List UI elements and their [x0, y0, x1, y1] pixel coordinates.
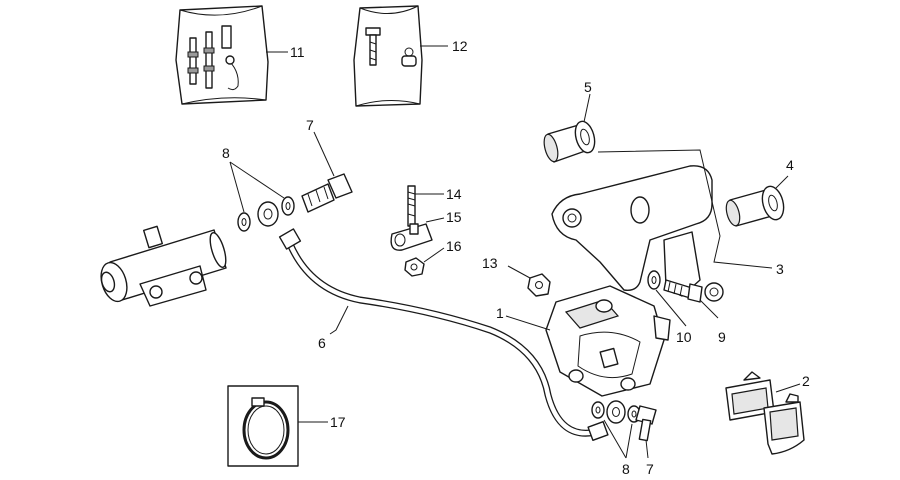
leader-9: [699, 299, 719, 319]
part-8-washers-lower[interactable]: [591, 400, 641, 424]
leader-5: [583, 93, 591, 123]
callout-5: 5: [584, 79, 592, 95]
callout-7b: 7: [646, 461, 654, 477]
callout-7a: 7: [306, 117, 314, 133]
part-7-banjo-bolt-lower[interactable]: [635, 405, 657, 442]
part-10-washer-caliper[interactable]: [647, 270, 661, 290]
part-13-nut[interactable]: [527, 273, 551, 297]
leader-7b: [645, 439, 649, 459]
leader-8b-1: [603, 419, 627, 459]
callout-9: 9: [718, 329, 726, 345]
callout-3: 3: [776, 261, 784, 277]
leader-8b-2: [625, 423, 633, 459]
callout-8b: 8: [622, 461, 630, 477]
leader-4: [775, 175, 789, 189]
callout-10: 10: [676, 329, 692, 345]
leader-8a-2: [229, 161, 285, 199]
leader-8a-1: [229, 161, 245, 213]
part-16-nut[interactable]: [404, 257, 425, 277]
part-9-caliper-bolt[interactable]: [663, 279, 703, 303]
part-3-caliper-bracket[interactable]: [551, 165, 724, 302]
leader-7a: [313, 131, 335, 177]
part-2-brake-pads[interactable]: [725, 371, 805, 455]
leader-15: [425, 217, 445, 223]
callout-11: 11: [290, 44, 305, 60]
part-15-hose-clip[interactable]: [390, 223, 433, 251]
leader-1: [505, 315, 551, 331]
leader-10: [655, 289, 687, 327]
part-4-spacer-right[interactable]: [724, 184, 787, 227]
callout-14: 14: [446, 186, 462, 202]
part-8-washers-upper[interactable]: [237, 196, 295, 232]
part-11-repair-kit-bag[interactable]: [175, 5, 269, 105]
leader-16: [423, 247, 445, 263]
master-cylinder: [100, 225, 227, 307]
callout-13: 13: [482, 255, 498, 271]
part-6-brake-hose[interactable]: [278, 228, 609, 442]
callout-12: 12: [452, 38, 468, 54]
callout-4: 4: [786, 157, 794, 173]
callout-6: 6: [318, 335, 326, 351]
part-1-brake-caliper[interactable]: [545, 285, 671, 397]
leader-13: [507, 265, 531, 279]
callout-1: 1: [496, 305, 504, 321]
part-12-screw-kit-bag[interactable]: [353, 5, 423, 107]
callout-16: 16: [446, 238, 462, 254]
part-5-spacer-upper[interactable]: [542, 119, 598, 163]
leader-2: [775, 383, 801, 393]
leader-3: [597, 149, 773, 269]
leader-6: [329, 305, 349, 335]
callout-8a: 8: [222, 145, 230, 161]
callout-15: 15: [446, 209, 462, 225]
callout-17: 17: [330, 414, 346, 430]
part-17-hose-clamp[interactable]: [227, 385, 299, 467]
part-7-banjo-bolt-upper[interactable]: [301, 173, 353, 213]
part-14-stud[interactable]: [407, 185, 416, 227]
callout-2: 2: [802, 373, 810, 389]
